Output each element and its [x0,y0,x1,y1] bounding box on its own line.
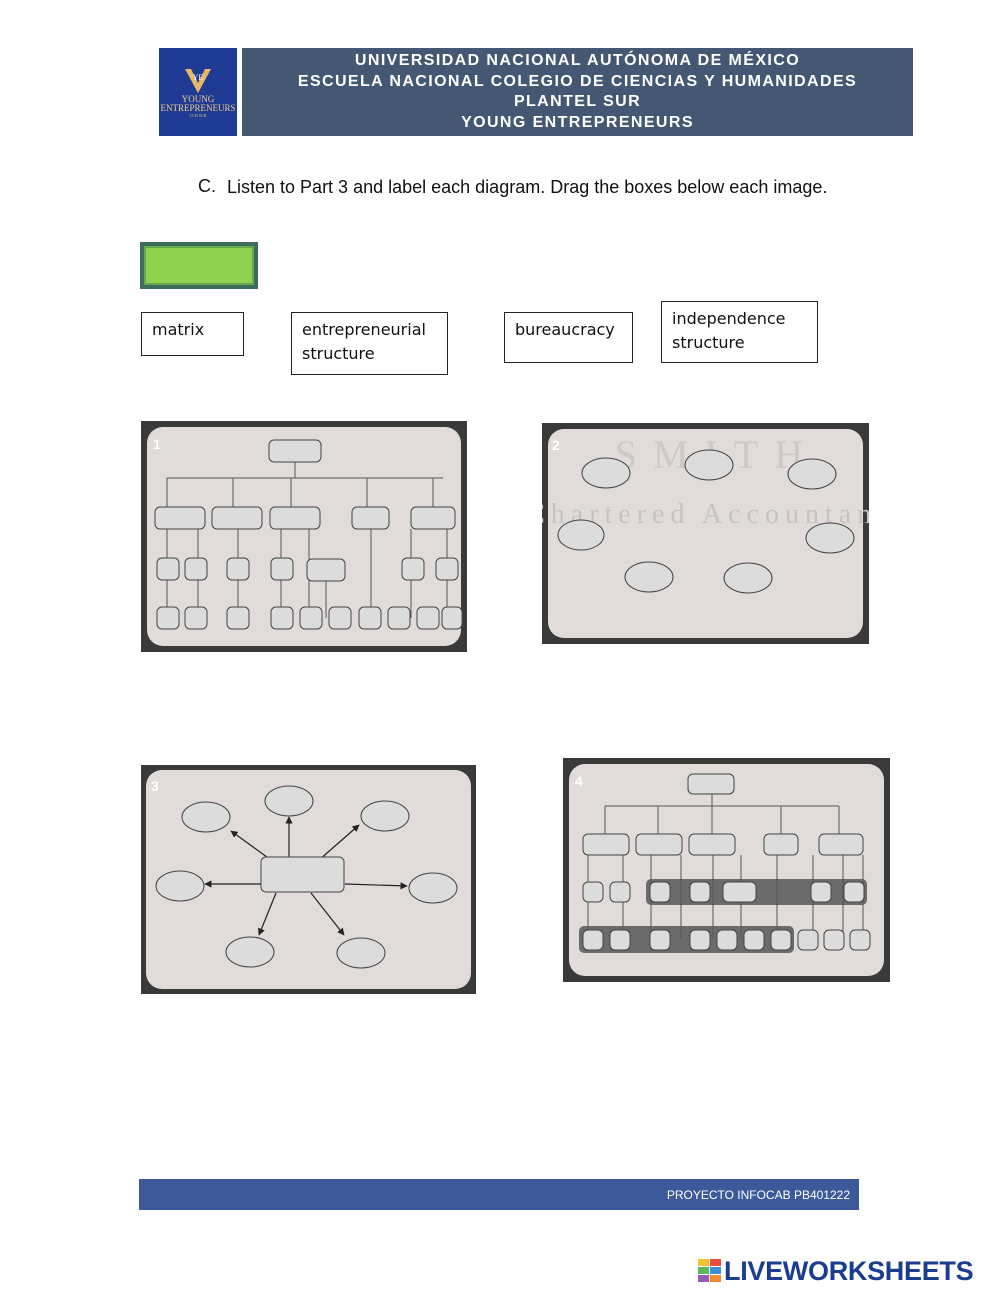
check-answers-button[interactable] [140,242,258,289]
liveworksheets-brand: LIVEWORKSHEETS [724,1256,974,1286]
header-banner: UNIVERSIDAD NACIONAL AUTÓNOMA DE MÉXICO … [242,48,913,136]
drag-box-independence-structure[interactable]: independence structure [661,301,818,363]
diagram-number: 4 [575,773,583,789]
logo-monogram: YE [193,73,204,82]
young-entrepreneurs-logo: YE YOUNG ENTREPRENEURS CCH SUR [159,48,237,136]
footer-project-code: PROYECTO INFOCAB PB401222 [666,1188,850,1202]
node-top [268,439,322,463]
logo-tagline: CCH SUR [189,112,207,118]
diagram-number: 1 [153,436,161,452]
diagram-number: 3 [151,778,159,794]
footer-bar: PROYECTO INFOCAB PB401222 [139,1179,859,1210]
logo-brand-line2: ENTREPRENEURS [160,102,236,113]
drag-box-matrix[interactable]: matrix [141,312,244,356]
header-line-school: ESCUELA NACIONAL COLEGIO DE CIENCIAS Y H… [297,72,858,90]
header-line-course: YOUNG ENTREPRENEURS [461,113,694,131]
diagram-1: 1 [141,421,467,652]
diagram-2: 2 SMITH Chartered Accountants [542,423,869,644]
instruction-text: Listen to Part 3 and label each diagram.… [227,177,828,197]
drag-box-bureaucracy[interactable]: bureaucracy [504,312,633,363]
instruction-letter: C. [198,176,216,196]
diagram-3: 3 [141,765,476,994]
liveworksheets-logo-icon [698,1259,722,1283]
diagram-number: 2 [552,437,560,453]
header-line-campus: PLANTEL SUR [513,93,642,110]
drag-box-entrepreneurial-structure[interactable]: entrepreneurial structure [291,312,448,375]
diagram-4: 4 [563,758,890,982]
header-line-university: UNIVERSIDAD NACIONAL AUTÓNOMA DE MÉXICO [354,52,801,69]
logo-brand-line1: YOUNG [181,93,215,104]
ye-crest-icon: YE [185,68,211,93]
